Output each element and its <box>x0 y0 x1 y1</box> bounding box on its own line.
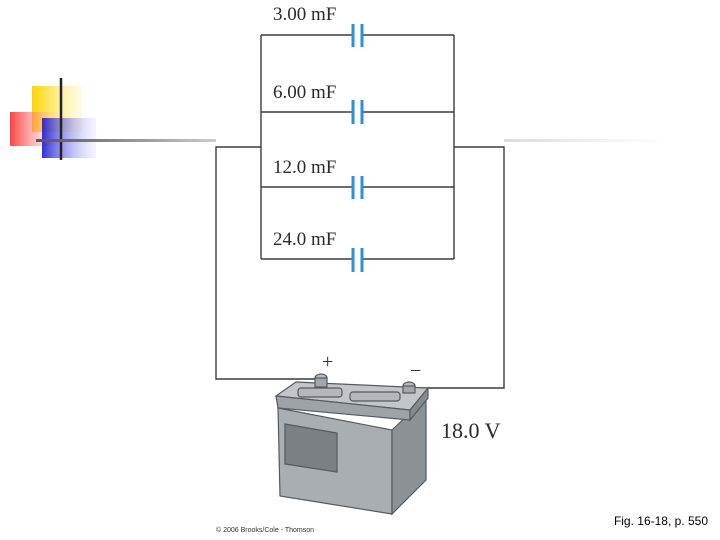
battery-voltage-label: 18.0 V <box>441 418 501 443</box>
capacitor-label-12mf: 12.0 mF <box>273 157 337 178</box>
negative-sign: − <box>410 360 422 382</box>
deco-horizontal-line-left <box>36 139 216 142</box>
figure-caption: Fig. 16-18, p. 550 <box>613 514 708 528</box>
battery <box>274 373 430 516</box>
deco-horizontal-line-right <box>504 139 664 142</box>
capacitor-plates <box>351 24 364 272</box>
positive-sign: + <box>322 351 334 373</box>
copyright-notice: © 2006 Brooks/Cole - Thomson <box>216 527 315 534</box>
wire-to-negative <box>410 146 505 389</box>
battery-cap-strip-left <box>297 387 343 398</box>
battery-label-window <box>284 423 338 473</box>
deco-blue-square <box>42 118 96 158</box>
battery-cap-strip-right <box>349 391 401 402</box>
capacitor-label-6mf: 6.00 mF <box>273 82 337 103</box>
battery-lid-side <box>409 386 429 422</box>
capacitor-label-24mf: 24.0 mF <box>273 229 337 250</box>
negative-terminal-post <box>402 385 416 394</box>
positive-terminal-post <box>314 377 328 388</box>
capacitor-label-3mf: 3.00 mF <box>273 4 337 25</box>
wire-to-positive <box>215 146 318 380</box>
wires <box>215 34 505 389</box>
